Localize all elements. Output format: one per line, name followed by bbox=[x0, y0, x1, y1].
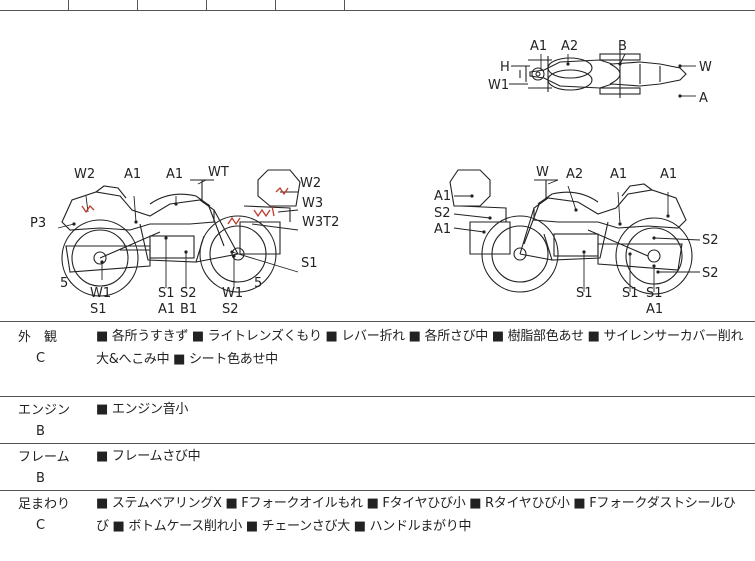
diagram-label: B1 bbox=[180, 302, 197, 317]
left-side-motorcycle bbox=[61, 169, 301, 297]
section-text: ■ 各所うすきず ■ ライトレンズくもり ■ レバー折れ ■ 各所さび中 ■ 樹… bbox=[96, 329, 744, 367]
diagram-label: A1 bbox=[158, 302, 175, 317]
diagram-label: S2 bbox=[702, 233, 719, 248]
diagram-label: W3T2 bbox=[302, 215, 339, 230]
diagram-label: B bbox=[618, 39, 627, 54]
diagram-label: S1 bbox=[301, 256, 318, 271]
diagram-label: W1 bbox=[222, 286, 243, 301]
diagram-label: P3 bbox=[30, 216, 46, 231]
section-divider bbox=[0, 396, 755, 397]
section-suspension-label: 足まわり C bbox=[18, 494, 70, 536]
diagram-label: A1 bbox=[530, 39, 547, 54]
section-name: 外 観 bbox=[18, 330, 58, 345]
diagram-label: W2 bbox=[74, 167, 95, 182]
diagram-label: A bbox=[699, 91, 708, 106]
section-name: フレーム bbox=[18, 450, 70, 465]
diagram-label: H bbox=[500, 60, 510, 75]
section-exterior-text: ■ 各所うすきず ■ ライトレンズくもり ■ レバー折れ ■ 各所さび中 ■ 樹… bbox=[96, 325, 748, 371]
table-border bbox=[0, 10, 755, 11]
diagram-label: A1 bbox=[434, 222, 451, 237]
leader-lines bbox=[57, 53, 701, 292]
table-divider bbox=[68, 0, 69, 10]
damage-marks bbox=[81, 186, 289, 226]
section-frame-text: ■ フレームさび中 bbox=[96, 445, 748, 468]
diagram-label: WT bbox=[208, 165, 229, 180]
section-exterior-label: 外 観 C bbox=[18, 327, 57, 369]
diagram-label: S1 bbox=[576, 286, 593, 301]
section-frame-label: フレーム B bbox=[18, 447, 70, 489]
diagram-label: A2 bbox=[566, 167, 583, 182]
section-name: エンジン bbox=[18, 403, 71, 418]
section-text: ■ ステムベアリングX ■ Fフォークオイルもれ ■ Fタイヤひび小 ■ Rタイ… bbox=[96, 496, 736, 534]
marker-dots bbox=[72, 62, 682, 274]
diagram-label: A2 bbox=[561, 39, 578, 54]
diagram-label: S1 bbox=[158, 286, 175, 301]
table-divider bbox=[137, 0, 138, 10]
section-suspension-text: ■ ステムベアリングX ■ Fフォークオイルもれ ■ Fタイヤひび小 ■ Rタイ… bbox=[96, 492, 748, 538]
motorcycle-drawing: A1 A2 B H W1 W A W2 A1 A1 WT W2 W3 W3T2 … bbox=[30, 39, 719, 317]
section-engine-text: ■ エンジン音小 bbox=[96, 398, 748, 421]
diagram-label: S1 bbox=[646, 286, 663, 301]
diagram-label: A1 bbox=[166, 167, 183, 182]
table-divider bbox=[344, 0, 345, 10]
section-engine-label: エンジン B bbox=[18, 400, 70, 442]
diagram-label: W1 bbox=[90, 286, 111, 301]
diagram-label: A1 bbox=[646, 302, 663, 317]
diagram-label: W bbox=[536, 165, 549, 180]
diagram-label: 5 bbox=[254, 276, 262, 291]
table-divider bbox=[275, 0, 276, 10]
motorcycle-damage-diagram: A1 A2 B H W1 W A W2 A1 A1 WT W2 W3 W3T2 … bbox=[0, 10, 755, 320]
diagram-label: 5 bbox=[60, 276, 68, 291]
right-side-motorcycle bbox=[449, 169, 693, 295]
diagram-label: W bbox=[699, 60, 712, 75]
diagram-label: A1 bbox=[124, 167, 141, 182]
section-divider bbox=[0, 321, 755, 322]
section-grade: B bbox=[36, 471, 45, 486]
section-text: ■ エンジン音小 bbox=[96, 402, 189, 417]
section-divider bbox=[0, 443, 755, 444]
diagram-label: W1 bbox=[488, 78, 509, 93]
section-grade: C bbox=[36, 518, 46, 533]
section-name: 足まわり bbox=[18, 497, 71, 512]
diagram-label: S2 bbox=[222, 302, 239, 317]
diagram-label: A1 bbox=[434, 189, 451, 204]
diagram-label: S2 bbox=[434, 206, 451, 221]
diagram-label: S2 bbox=[702, 266, 719, 281]
diagram-label: S2 bbox=[180, 286, 197, 301]
top-view-motorcycle bbox=[519, 50, 687, 98]
section-text: ■ フレームさび中 bbox=[96, 449, 201, 464]
table-divider bbox=[206, 0, 207, 10]
section-grade: C bbox=[36, 351, 46, 366]
diagram-label: W3 bbox=[302, 196, 323, 211]
diagram-label: A1 bbox=[660, 167, 677, 182]
section-grade: B bbox=[36, 424, 45, 439]
section-divider bbox=[0, 490, 755, 491]
diagram-label: W2 bbox=[300, 176, 321, 191]
diagram-label: A1 bbox=[610, 167, 627, 182]
diagram-label: S1 bbox=[622, 286, 639, 301]
diagram-label: S1 bbox=[90, 302, 107, 317]
